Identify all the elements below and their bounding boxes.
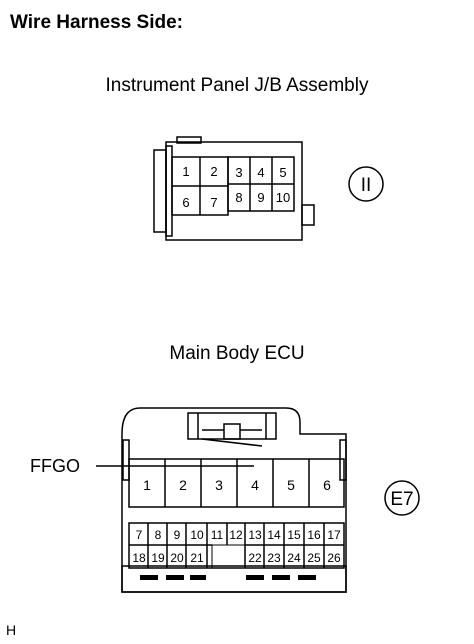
connector2-right-rib — [339, 439, 347, 481]
pin-label: 8 — [235, 190, 242, 205]
pin-label: 7 — [210, 195, 217, 210]
connector2-title: Main Body ECU — [169, 343, 305, 364]
connector2-lower-grid — [128, 522, 345, 569]
connector2-code-circle — [384, 480, 420, 516]
pin-label: 1 — [143, 477, 151, 493]
ffgo-callout-label: FFGO — [30, 456, 80, 476]
pin-label: 6 — [323, 477, 331, 493]
pin-label: 25 — [307, 551, 321, 565]
pin-label: 22 — [248, 551, 262, 565]
pin-label: 17 — [327, 528, 341, 542]
pin-label: 16 — [307, 528, 321, 542]
connector2-code: E7 — [390, 489, 413, 510]
pin-label: 6 — [182, 195, 189, 210]
pin-label: 10 — [276, 190, 290, 205]
connector1-title: Instrument Panel J/B Assembly — [105, 75, 369, 96]
pin-label: 13 — [248, 528, 262, 542]
pin-label: 19 — [151, 551, 165, 565]
pin-label: 23 — [267, 551, 281, 565]
figure-code: H — [6, 622, 17, 638]
pin-label: 9 — [174, 528, 181, 542]
connector1-pin-labels: 1 2 3 4 5 6 7 8 9 10 — [182, 164, 290, 210]
pin-label: 7 — [136, 528, 143, 542]
pin-label: 3 — [235, 165, 242, 180]
connector1-code-circle — [348, 166, 384, 202]
connector2-bottom-pin-labels: 18 19 20 21 22 23 24 25 26 — [132, 551, 341, 565]
connector1-top-tab — [176, 136, 202, 144]
pin-label: 4 — [257, 165, 264, 180]
pin-label: 21 — [190, 551, 204, 565]
connector2-left-rib — [122, 439, 130, 481]
pin-label: 24 — [287, 551, 301, 565]
connector1-left-latch — [153, 149, 167, 233]
connector2-top-pin-labels: 1 2 3 4 5 6 — [143, 477, 331, 493]
pin-label: 10 — [190, 528, 204, 542]
connector2-mid-pin-labels: 7 8 9 10 11 12 13 14 15 16 17 — [136, 528, 341, 542]
connector2-feet — [140, 575, 316, 580]
connector2-bottom-rail — [121, 565, 347, 593]
pin-label: 2 — [210, 164, 217, 179]
connector1-cavity-grid — [171, 156, 295, 216]
pin-label: 18 — [132, 551, 146, 565]
pin-label: 12 — [229, 528, 243, 542]
connector1-right-tab — [301, 204, 315, 226]
pin-label: 2 — [179, 477, 187, 493]
pin-label: 14 — [267, 528, 281, 542]
pin-label: 11 — [211, 528, 224, 542]
pin-label: 9 — [257, 190, 264, 205]
pin-label: 1 — [182, 164, 189, 179]
pin-label: 5 — [287, 477, 295, 493]
page-heading: Wire Harness Side: — [10, 12, 184, 33]
pin-label: 20 — [170, 551, 184, 565]
connector1-housing — [153, 136, 315, 241]
connector1-inner-wall — [165, 145, 173, 237]
pin-label: 26 — [327, 551, 341, 565]
pin-label: 3 — [215, 477, 223, 493]
connector1-code: II — [361, 175, 372, 196]
pin-label: 4 — [251, 477, 259, 493]
connector2-top-row — [128, 458, 345, 508]
pin-label: 5 — [279, 165, 286, 180]
connector2-top-lock — [187, 412, 277, 440]
pin-label: 15 — [287, 528, 301, 542]
pin-label: 8 — [155, 528, 162, 542]
